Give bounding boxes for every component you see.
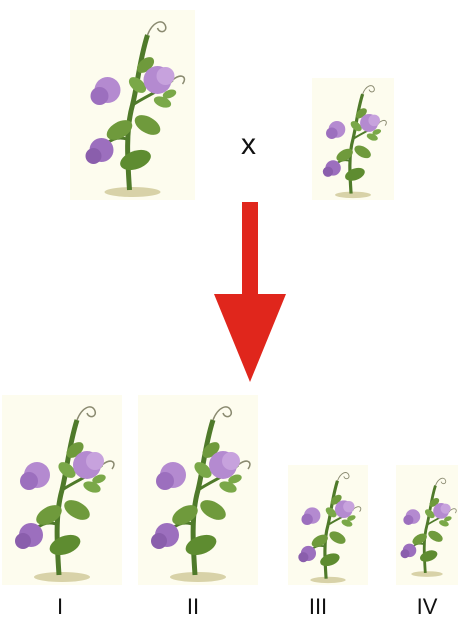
parent-tall-plant: [70, 10, 195, 200]
short-pea-plant-icon: [288, 465, 368, 585]
offspring-label-3: III: [288, 596, 348, 618]
parent-short-plant: [312, 78, 394, 200]
tall-pea-plant-icon: [2, 395, 122, 585]
tall-pea-plant-icon: [138, 395, 258, 585]
short-pea-plant-icon: [396, 465, 458, 585]
offspring-plant-3: [288, 465, 368, 585]
down-arrow-icon: [214, 202, 286, 382]
offspring-plant-1: [2, 395, 122, 585]
offspring-plant-2: [138, 395, 258, 585]
tall-pea-plant-icon: [70, 10, 195, 200]
offspring-plant-4: [396, 465, 458, 585]
short-pea-plant-icon: [312, 78, 394, 200]
offspring-label-2: II: [163, 596, 223, 618]
offspring-label-1: I: [30, 596, 90, 618]
cross-symbol: x: [241, 130, 256, 160]
offspring-label-4: IV: [397, 596, 457, 618]
